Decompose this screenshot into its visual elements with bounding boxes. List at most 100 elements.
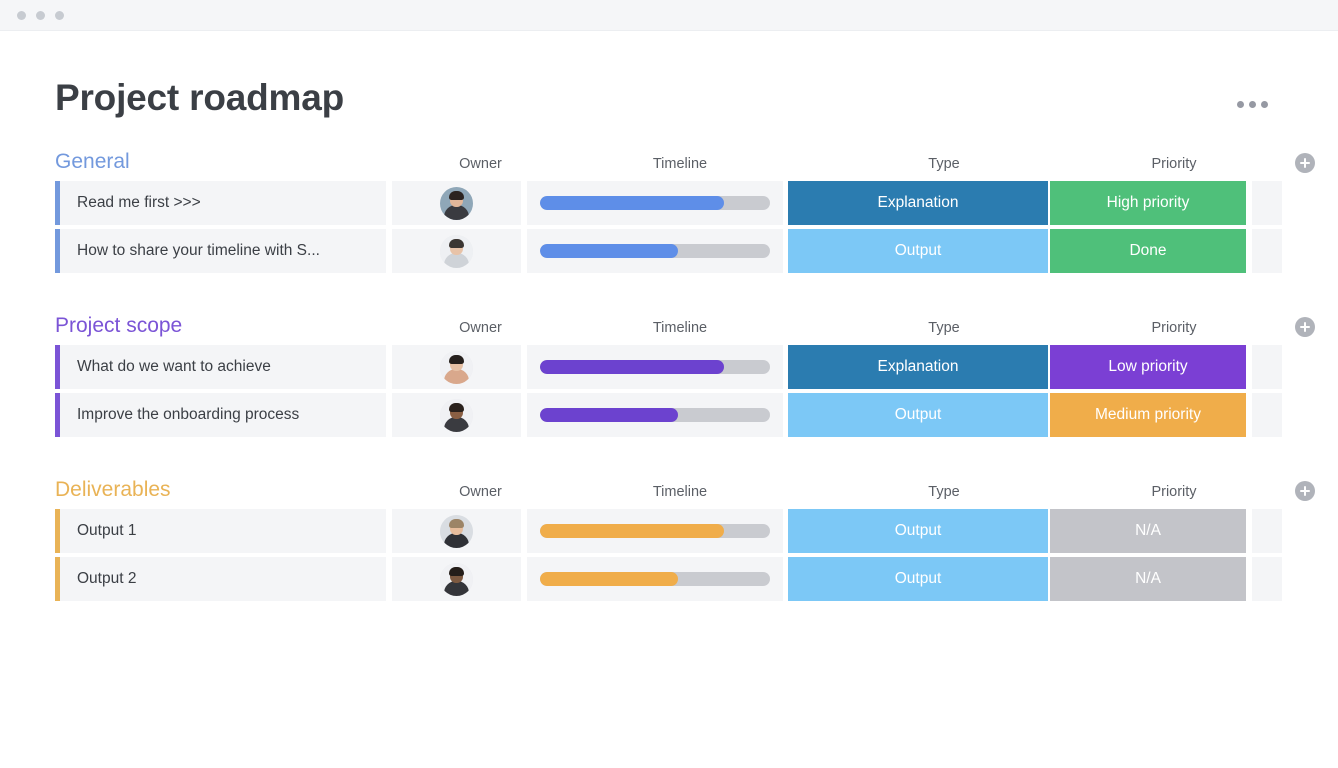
- avatar-body: [444, 204, 469, 220]
- timeline-progress-fill: [540, 572, 678, 586]
- row-blank-cell[interactable]: [1252, 181, 1282, 225]
- row-blank-cell[interactable]: [1252, 229, 1282, 273]
- row-timeline-cell[interactable]: [527, 509, 783, 553]
- row-owner-cell[interactable]: [392, 509, 521, 553]
- column-header-owner[interactable]: Owner: [459, 156, 502, 172]
- row-name-cell[interactable]: Improve the onboarding process: [55, 393, 386, 437]
- avatar-hair: [449, 518, 464, 528]
- timeline-progress-track: [540, 360, 770, 374]
- column-header-timeline[interactable]: Timeline: [652, 156, 708, 172]
- column-header-type[interactable]: Type: [928, 156, 960, 172]
- row-blank-cell[interactable]: [1252, 393, 1282, 437]
- minimize-dot[interactable]: [36, 10, 45, 20]
- column-header-priority[interactable]: Priority: [1151, 484, 1197, 500]
- row-priority-chip[interactable]: High priority: [1050, 181, 1246, 225]
- avatar-hair: [449, 354, 464, 364]
- row-blank-cell[interactable]: [1252, 557, 1282, 601]
- row-timeline-cell[interactable]: [527, 557, 783, 601]
- row-name-cell[interactable]: What do we want to achieve: [55, 345, 386, 389]
- row-priority-chip[interactable]: Low priority: [1050, 345, 1246, 389]
- avatar-hair: [449, 402, 464, 412]
- table-row[interactable]: How to share your timeline with S... Outp…: [55, 229, 1338, 273]
- row-type-chip[interactable]: Output: [788, 557, 1048, 601]
- row-owner-cell[interactable]: [392, 345, 521, 389]
- column-header-timeline[interactable]: Timeline: [652, 484, 708, 500]
- add-column-cell: [1272, 153, 1338, 173]
- avatar-body: [444, 252, 469, 268]
- row-timeline-cell[interactable]: [527, 181, 783, 225]
- page-title: Project roadmap: [55, 77, 344, 118]
- add-column-cell: [1272, 317, 1338, 337]
- column-header-type[interactable]: Type: [928, 484, 960, 500]
- column-header-priority[interactable]: Priority: [1151, 320, 1197, 336]
- row-owner-cell[interactable]: [392, 229, 521, 273]
- avatar-hair: [449, 566, 464, 576]
- add-column-icon[interactable]: [1295, 481, 1315, 501]
- row-timeline-cell[interactable]: [527, 393, 783, 437]
- row-type-chip[interactable]: Output: [788, 509, 1048, 553]
- row-name-cell[interactable]: How to share your timeline with S...: [55, 229, 386, 273]
- row-name-cell[interactable]: Read me first >>>: [55, 181, 386, 225]
- column-header-timeline[interactable]: Timeline: [652, 320, 708, 336]
- row-timeline-cell[interactable]: [527, 229, 783, 273]
- kebab-dot: [1237, 101, 1244, 108]
- group-title[interactable]: General: [55, 150, 130, 173]
- timeline-progress-track: [540, 196, 770, 210]
- avatar-hair: [449, 238, 464, 248]
- group-header: Project scope Owner Timeline Type Priority: [55, 311, 1338, 337]
- row-owner-cell[interactable]: [392, 393, 521, 437]
- column-header-owner[interactable]: Owner: [459, 320, 502, 336]
- group-title[interactable]: Project scope: [55, 314, 183, 337]
- avatar-woman-headband: [440, 350, 473, 384]
- row-timeline-cell[interactable]: [527, 345, 783, 389]
- kebab-menu-icon[interactable]: [1237, 101, 1268, 108]
- row-priority-chip[interactable]: Medium priority: [1050, 393, 1246, 437]
- maximize-dot[interactable]: [55, 10, 64, 20]
- group-title[interactable]: Deliverables: [55, 478, 171, 501]
- timeline-progress-fill: [540, 360, 724, 374]
- kebab-dot: [1249, 101, 1256, 108]
- row-blank-cell[interactable]: [1252, 345, 1282, 389]
- close-dot[interactable]: [17, 10, 26, 20]
- row-type-chip[interactable]: Explanation: [788, 181, 1048, 225]
- column-header-owner[interactable]: Owner: [459, 484, 502, 500]
- row-priority-chip[interactable]: N/A: [1050, 509, 1246, 553]
- add-column-cell: [1272, 481, 1338, 501]
- page-header: Project roadmap: [0, 31, 1338, 116]
- add-column-icon[interactable]: [1295, 317, 1315, 337]
- avatar-man-beard: [440, 398, 473, 432]
- avatar-body: [444, 532, 469, 548]
- avatar-hair: [449, 190, 464, 200]
- timeline-progress-track: [540, 572, 770, 586]
- timeline-progress-fill: [540, 408, 678, 422]
- row-owner-cell[interactable]: [392, 181, 521, 225]
- avatar-body: [444, 368, 469, 384]
- row-name-cell[interactable]: Output 1: [55, 509, 386, 553]
- avatar-body: [444, 580, 469, 596]
- add-column-icon[interactable]: [1295, 153, 1315, 173]
- row-priority-chip[interactable]: Done: [1050, 229, 1246, 273]
- column-header-priority[interactable]: Priority: [1151, 156, 1197, 172]
- group-header: Deliverables Owner Timeline Type Priority: [55, 475, 1338, 501]
- timeline-progress-fill: [540, 196, 724, 210]
- row-type-chip[interactable]: Explanation: [788, 345, 1048, 389]
- column-header-type[interactable]: Type: [928, 320, 960, 336]
- row-name-cell[interactable]: Output 2: [55, 557, 386, 601]
- row-priority-chip[interactable]: N/A: [1050, 557, 1246, 601]
- row-owner-cell[interactable]: [392, 557, 521, 601]
- group-header: General Owner Timeline Type Priority: [55, 147, 1338, 173]
- window-title-bar: [0, 0, 1338, 31]
- timeline-progress-fill: [540, 524, 724, 538]
- row-type-chip[interactable]: Output: [788, 393, 1048, 437]
- avatar-man-light: [440, 234, 473, 268]
- row-type-chip[interactable]: Output: [788, 229, 1048, 273]
- kebab-dot: [1261, 101, 1268, 108]
- row-blank-cell[interactable]: [1252, 509, 1282, 553]
